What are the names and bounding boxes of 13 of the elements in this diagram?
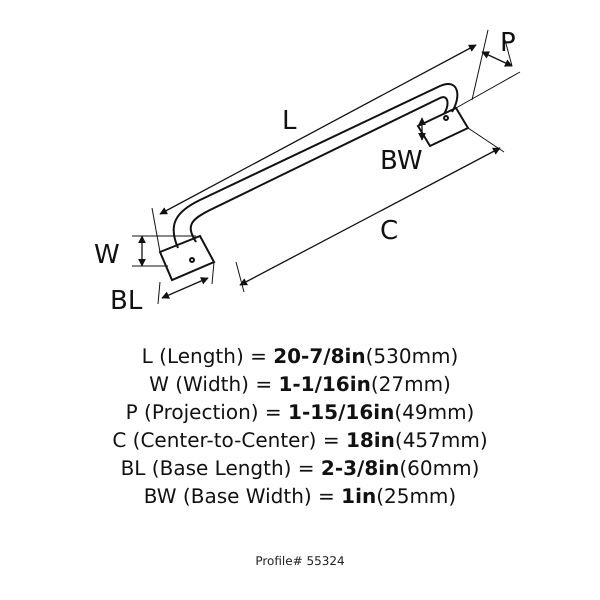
dimension-label: P — [500, 30, 516, 56]
dimension-label: W — [94, 242, 120, 268]
dimension-spec-text: BW (Base Width) = 1in(25mm) — [144, 484, 456, 508]
dimension-spec-text: P (Projection) = 1-15/16in(49mm) — [126, 400, 474, 424]
dimension-spec-text: BL (Base Length) = 2-3/8in(60mm) — [120, 456, 480, 480]
dimension-spec-text: C (Center-to-Center) = 18in(457mm) — [112, 428, 488, 452]
dimension-label: C — [380, 218, 398, 244]
dimension-spec-text: L (Length) = 20-7/8in(530mm) — [142, 344, 458, 368]
dimension-label: BW — [380, 148, 423, 174]
dimension-label: BL — [110, 288, 142, 314]
dimension-spec-text: W (Width) = 1-1/16in(27mm) — [149, 372, 451, 396]
dimension-label: L — [282, 108, 296, 134]
profile-number: Profile# 55324 — [255, 554, 345, 568]
